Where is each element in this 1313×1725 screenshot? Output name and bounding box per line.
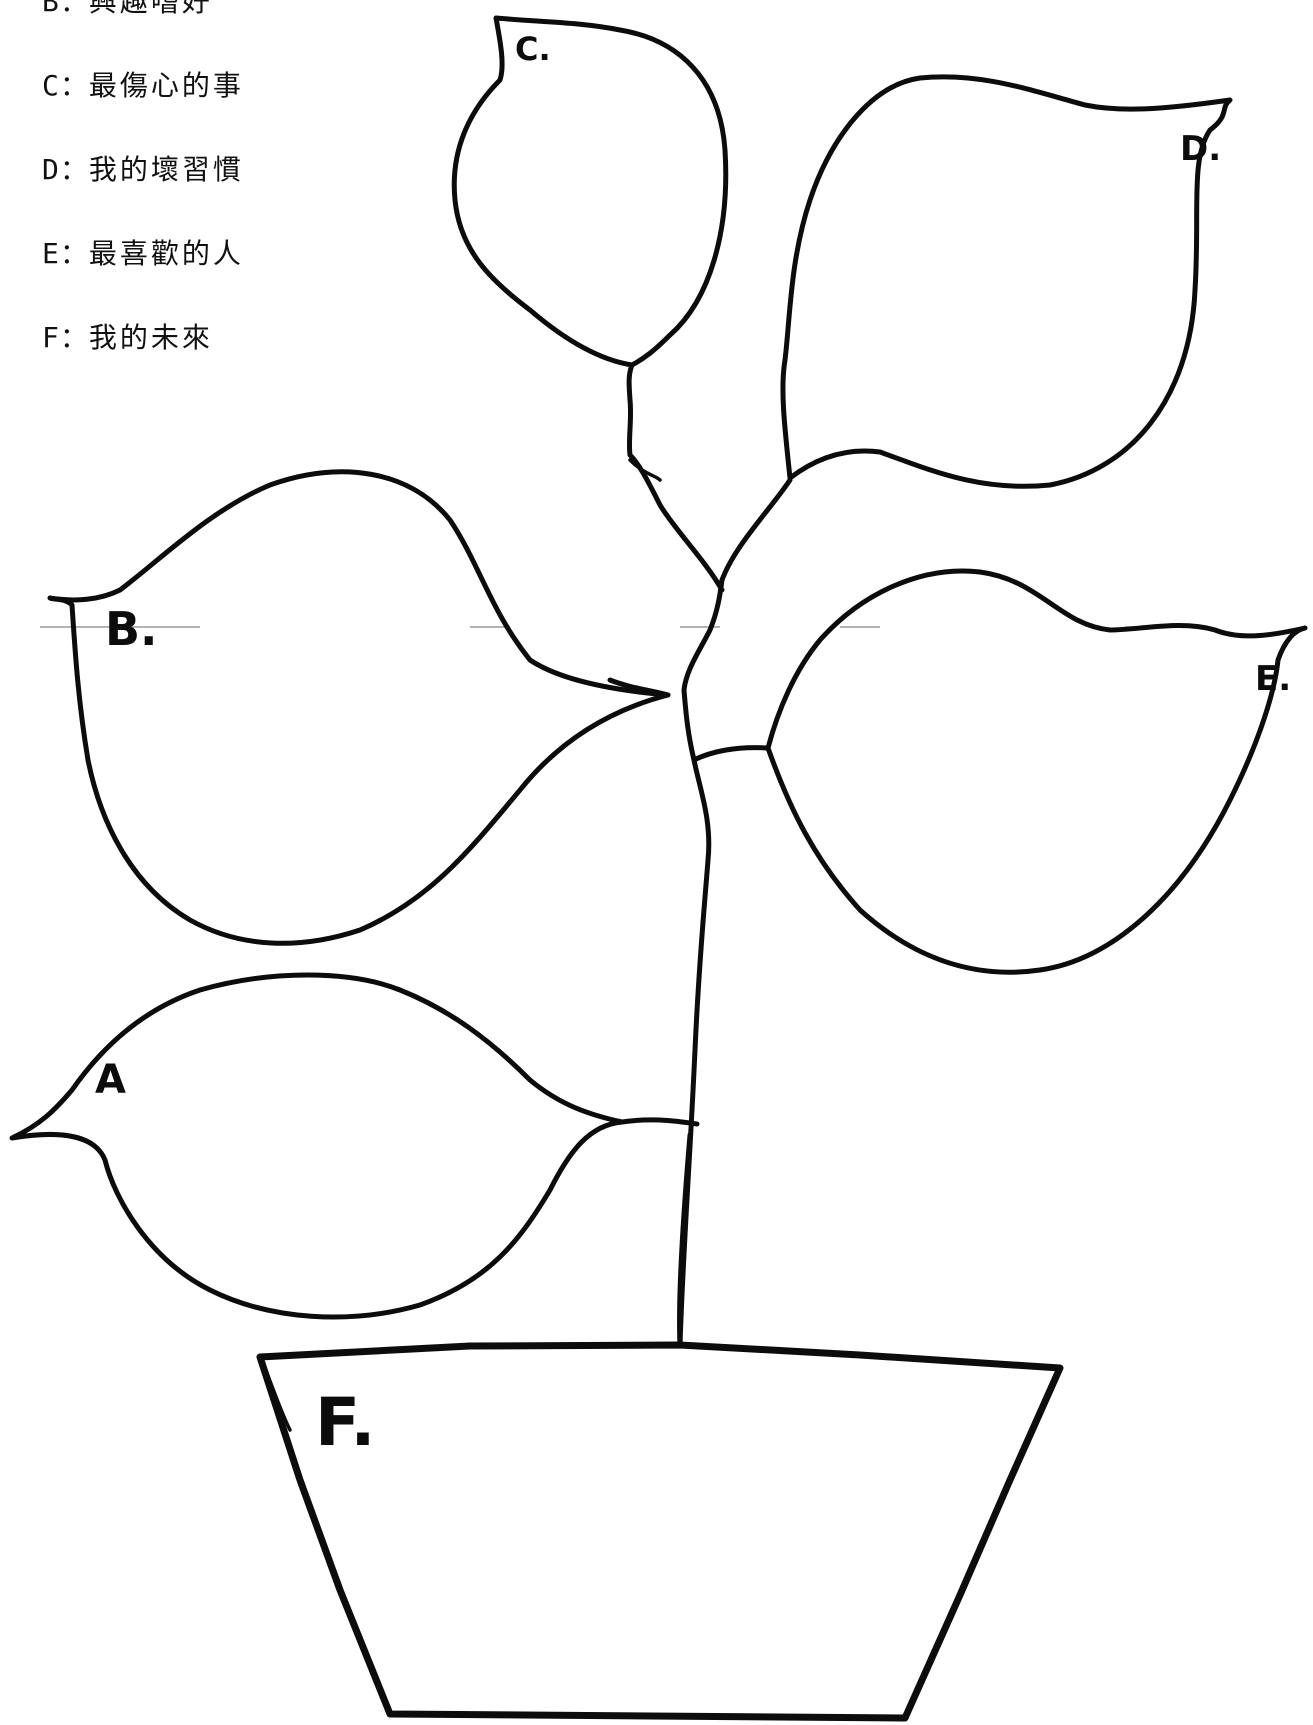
stem-branch-a <box>622 1120 697 1124</box>
leaf-e: E. <box>768 571 1305 972</box>
leaf-a: A <box>12 975 622 1317</box>
leaf-d: D. <box>783 77 1230 487</box>
pot-f: F. <box>260 1345 1060 1718</box>
leaf-c: C. <box>454 18 726 365</box>
leaf-c-outline <box>454 18 726 365</box>
pot-outline <box>260 1345 1060 1718</box>
leaf-d-outline <box>783 77 1230 487</box>
leaf-b: B. <box>50 472 668 943</box>
leaf-a-label: A <box>95 1057 126 1103</box>
leaf-e-label: E. <box>1255 659 1291 699</box>
leaf-a-outline <box>12 975 622 1317</box>
leaf-e-outline <box>768 571 1305 972</box>
leaf-b-outline <box>50 472 668 943</box>
plant-stem <box>610 365 790 1345</box>
stem-upper-left <box>629 365 722 590</box>
stem-main <box>680 480 790 1345</box>
pot-rim-stroke <box>262 1360 290 1430</box>
leaf-d-label: D. <box>1180 129 1221 169</box>
leaf-c-label: C. <box>515 30 551 68</box>
pot-f-label: F. <box>315 1384 375 1461</box>
leaf-b-label: B. <box>105 602 158 656</box>
stem-base <box>679 1135 690 1345</box>
stem-branch-e <box>694 748 768 760</box>
